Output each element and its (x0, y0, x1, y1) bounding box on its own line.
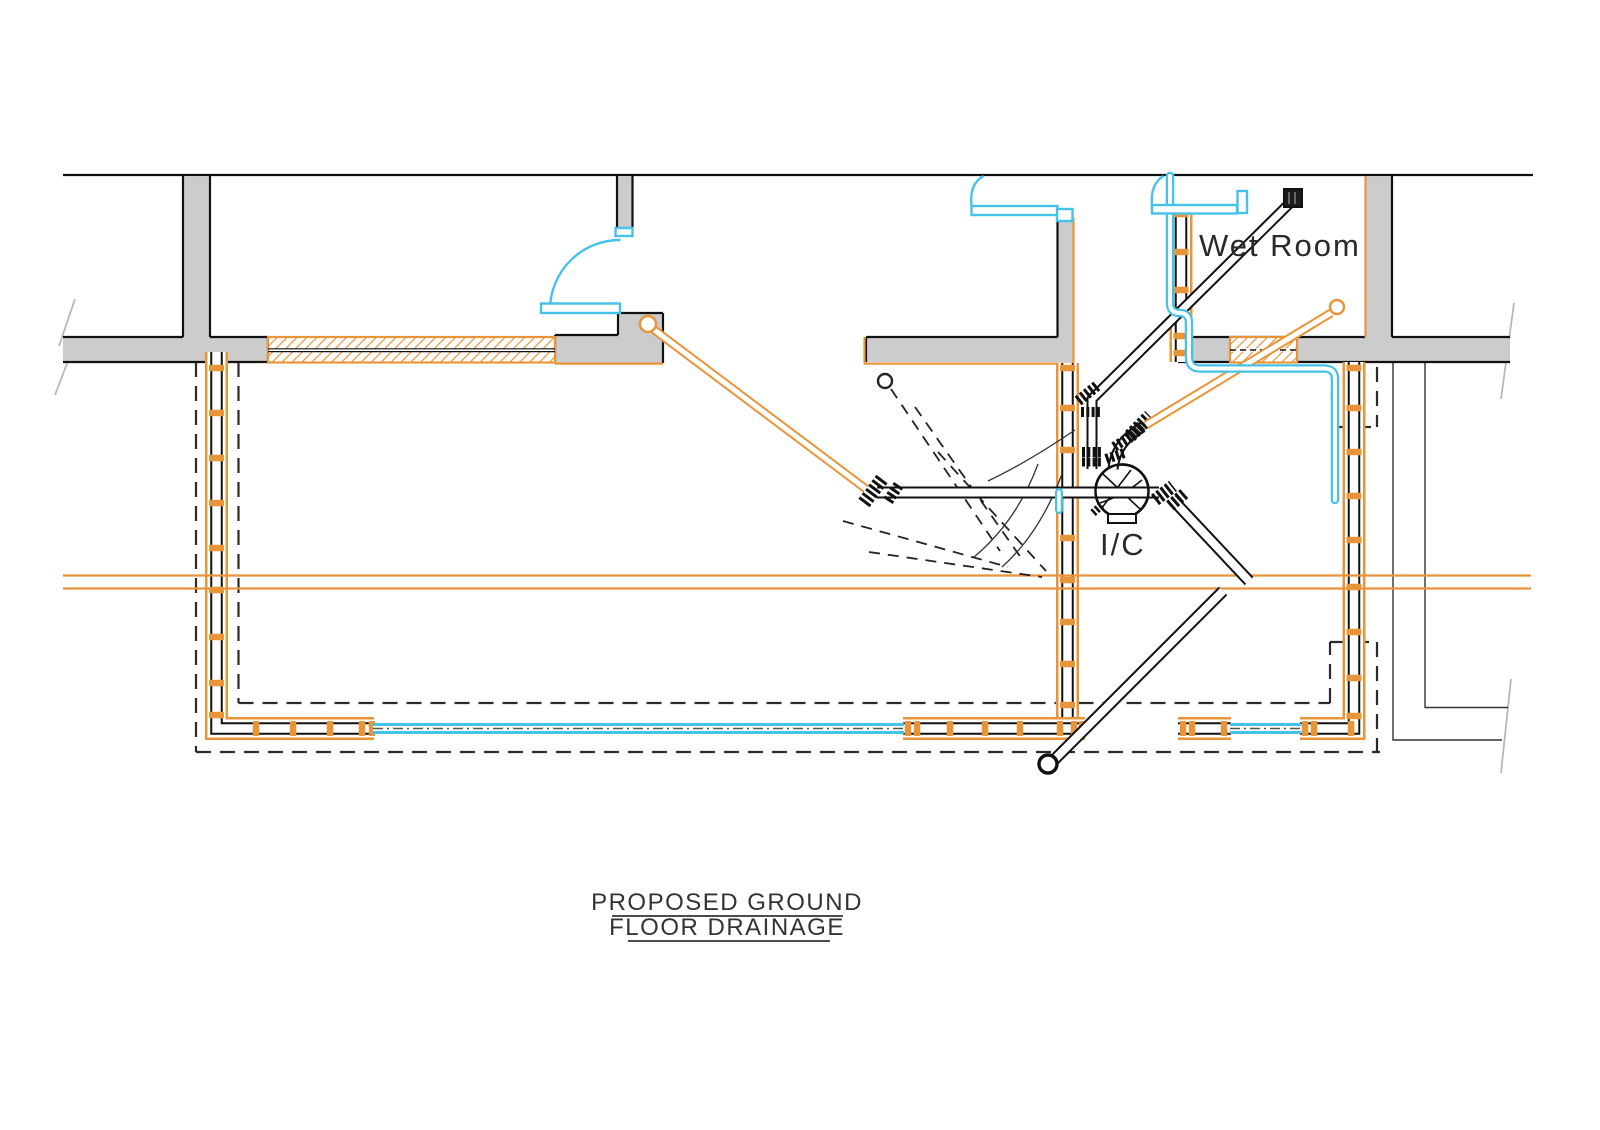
orange-waste-pipes (638, 298, 1346, 493)
channel-left (205, 352, 374, 740)
channel-clips (209, 210, 1362, 736)
channel-right (1300, 362, 1366, 740)
door-left (539, 226, 634, 315)
existing-drains-dashed (842, 388, 1047, 578)
chamber-bottom-stub (1107, 513, 1137, 524)
door-middle (969, 174, 1074, 223)
drawing-title: PROPOSED GROUND FLOOR DRAINAGE (591, 889, 863, 942)
wet-room-label: Wet Room (1199, 228, 1361, 263)
soil-pipes (877, 196, 1297, 767)
ic-label: I/C (1100, 527, 1146, 562)
site-outline-lines (1392, 362, 1508, 741)
pipe-open-end (1037, 753, 1059, 775)
drain-datum-lines (63, 574, 1531, 590)
chamber-side-stub (1090, 501, 1106, 516)
door-wetroom (1150, 174, 1249, 215)
title-line-1: PROPOSED GROUND (591, 889, 863, 916)
lintel-hatched-left (266, 335, 557, 364)
walls (63, 173, 1533, 365)
excavation-boundary-dashed (194, 362, 1380, 754)
shower-gully (1283, 188, 1303, 208)
title-line-2: FLOOR DRAINAGE (609, 914, 845, 941)
wall-orange-edges (555, 176, 1367, 365)
existing-drains-arcs (973, 429, 1076, 568)
existing-drain-end (876, 372, 894, 390)
pipe-couplings (858, 380, 1189, 511)
doors (539, 174, 1249, 315)
water-supply-pipe (1055, 171, 1340, 514)
